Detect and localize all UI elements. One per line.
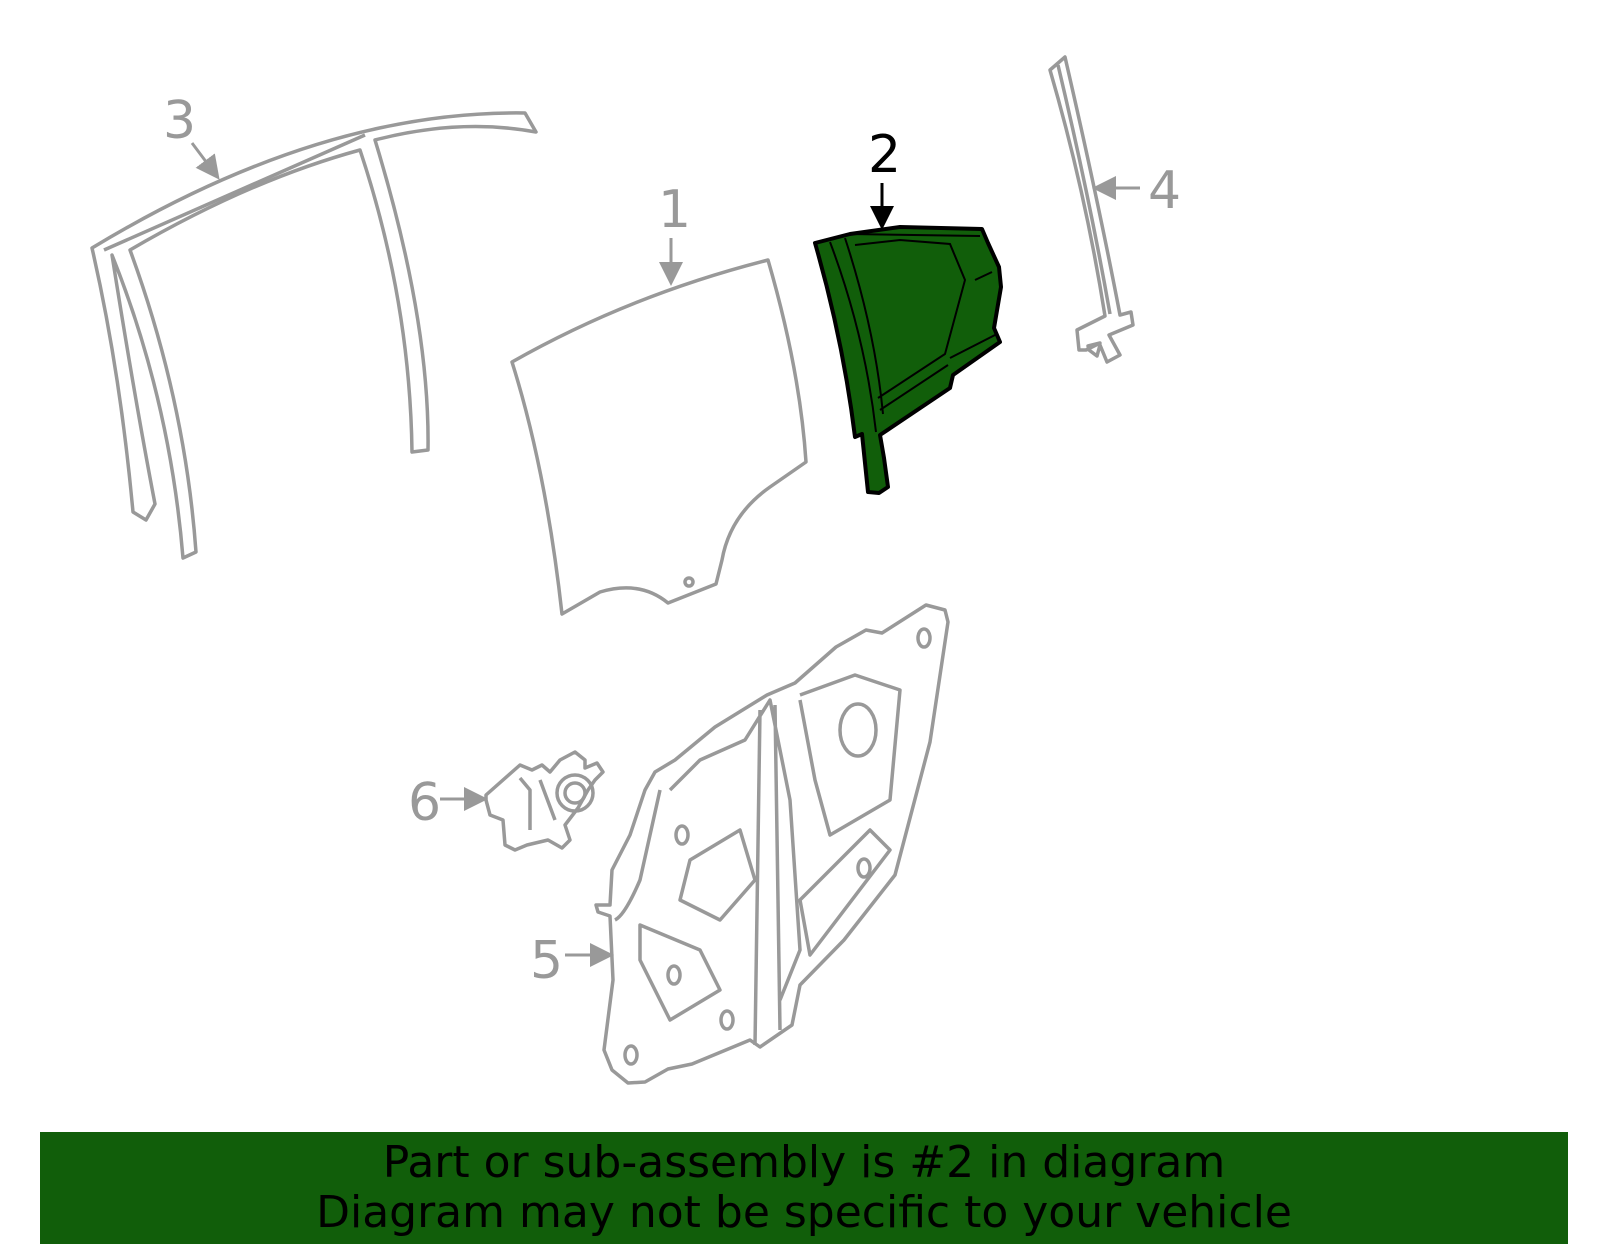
banner-line-part-number: Part or sub-assembly is #2 in diagram (382, 1137, 1226, 1188)
callout-2: 2 (868, 125, 901, 185)
callout-6: 6 (408, 773, 441, 833)
banner-line-disclaimer: Diagram may not be specific to your vehi… (316, 1187, 1292, 1238)
callout-3-arrow (190, 142, 220, 180)
part-2-quarter-glass-highlighted[interactable] (813, 225, 1003, 495)
part-1-door-glass[interactable] (510, 258, 808, 616)
callout-3: 3 (163, 91, 196, 151)
part-6-window-motor[interactable] (484, 750, 605, 852)
info-banner: Part or sub-assembly is #2 in diagram Di… (40, 1132, 1568, 1244)
callout-1: 1 (658, 180, 691, 240)
part-3-frame-seal[interactable] (90, 111, 538, 560)
part-4-run-channel[interactable] (1048, 55, 1135, 364)
part-5-window-regulator[interactable] (594, 603, 950, 1085)
callout-4: 4 (1148, 161, 1181, 221)
callout-5: 5 (530, 931, 563, 991)
